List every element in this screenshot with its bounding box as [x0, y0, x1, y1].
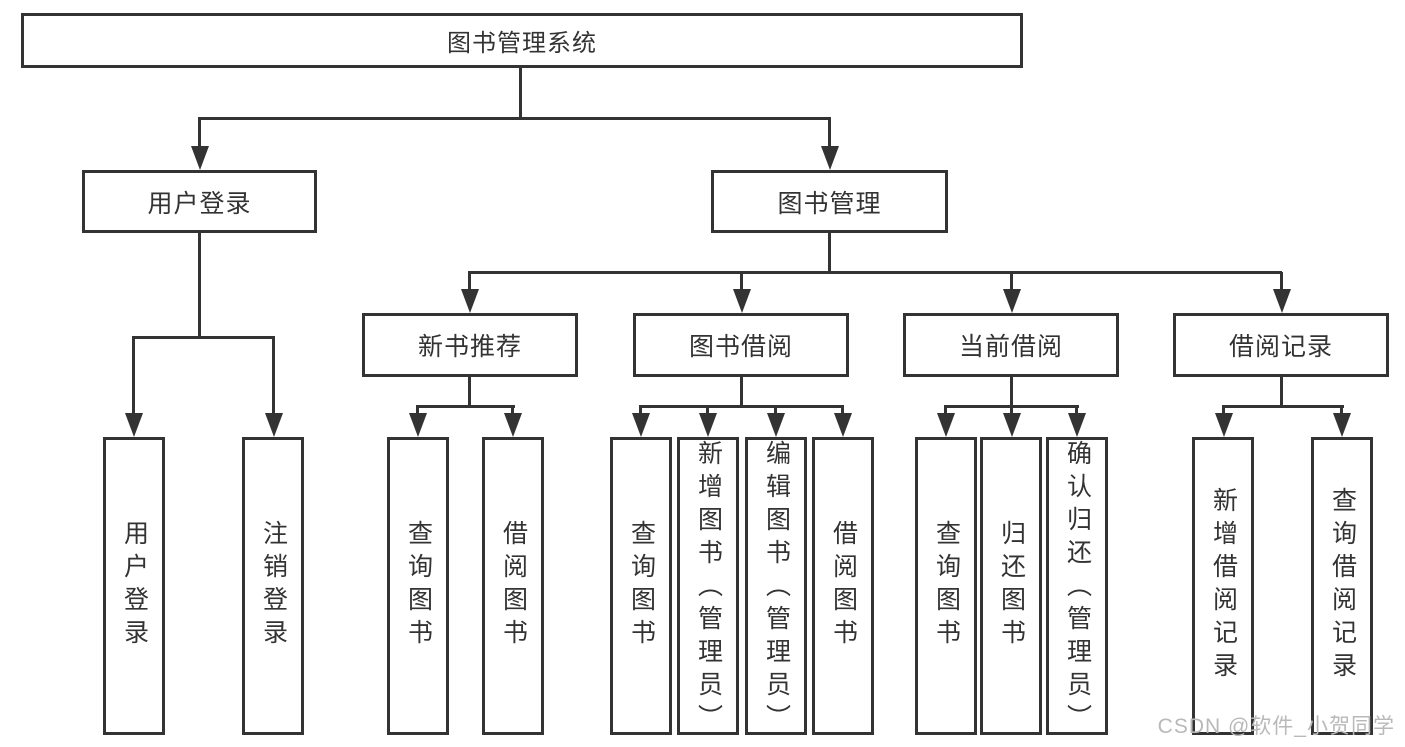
arrow-down-icon [1002, 272, 1021, 313]
connector-borrowing-records-crossbar [1222, 405, 1344, 408]
arrow-down-icon [766, 408, 785, 437]
arrow-down-icon [631, 408, 650, 437]
arrow-down-icon [1332, 408, 1351, 437]
connector-root-crossbar [198, 117, 831, 120]
arrow-down-icon [408, 408, 427, 437]
leaf-add-books-admin-label: 新增图书（管理员） [694, 440, 723, 737]
arrow-down-icon [698, 408, 717, 437]
leaf-query-books-recommend-label: 查询图书 [404, 520, 433, 652]
leaf-user-login-label: 用户登录 [120, 520, 149, 652]
connector-book-management-stem [828, 233, 831, 272]
leaf-query-books-current: 查询图书 [915, 437, 977, 735]
leaf-borrow-books-label: 借阅图书 [829, 520, 858, 652]
leaf-query-books-borrowing-label: 查询图书 [627, 520, 656, 652]
node-new-book-recommend-label: 新书推荐 [417, 333, 522, 361]
leaf-logout: 注销登录 [242, 437, 304, 735]
arrow-down-icon [503, 408, 522, 437]
leaf-return-books: 归还图书 [980, 437, 1042, 735]
node-book-borrowing-label: 图书借阅 [688, 333, 793, 361]
arrow-down-icon [936, 408, 955, 437]
arrow-down-icon [732, 272, 751, 313]
node-user-login-label: 用户登录 [147, 189, 252, 218]
connector-current-borrowing-stem [1010, 377, 1013, 408]
node-current-borrowing: 当前借阅 [903, 313, 1119, 377]
arrow-down-icon [1272, 272, 1291, 313]
node-current-borrowing-label: 当前借阅 [958, 333, 1063, 361]
connector-book-management-crossbar [468, 271, 1282, 274]
leaf-edit-books-admin-label: 编辑图书（管理员） [762, 440, 791, 737]
connector-current-borrowing-crossbar [944, 405, 1079, 408]
node-library-management-system: 图书管理系统 [21, 13, 1023, 68]
arrow-down-icon [1067, 408, 1086, 437]
arrow-down-icon [833, 408, 852, 437]
connector-book-borrowing-crossbar [639, 405, 844, 408]
arrow-down-icon [264, 337, 283, 437]
connector-root-stem [519, 68, 522, 118]
leaf-edit-books-admin: 编辑图书（管理员） [745, 437, 807, 737]
leaf-query-borrow-record-label: 查询借阅记录 [1328, 487, 1357, 685]
connector-book-borrowing-stem [740, 377, 743, 408]
connector-new-book-crossbar [416, 405, 515, 408]
leaf-query-books-recommend: 查询图书 [387, 437, 449, 735]
arrow-down-icon [1002, 408, 1021, 437]
connector-user-login-crossbar [132, 336, 275, 339]
node-book-management: 图书管理 [711, 170, 948, 233]
leaf-add-borrow-record: 新增借阅记录 [1192, 437, 1254, 735]
leaf-query-borrow-record: 查询借阅记录 [1311, 437, 1373, 735]
node-book-management-label: 图书管理 [777, 189, 882, 218]
connector-new-book-stem [468, 377, 471, 408]
leaf-query-books-borrowing: 查询图书 [610, 437, 672, 735]
node-new-book-recommend: 新书推荐 [362, 313, 578, 377]
connector-user-login-stem [198, 233, 201, 337]
arrow-down-icon [820, 118, 839, 170]
node-borrowing-records: 借阅记录 [1173, 313, 1389, 377]
csdn-watermark: CSDN @软件_小贺同学 [1157, 715, 1395, 738]
leaf-add-books-admin: 新增图书（管理员） [677, 437, 739, 737]
leaf-add-borrow-record-label: 新增借阅记录 [1209, 487, 1238, 685]
connector-borrowing-records-stem [1280, 377, 1283, 408]
leaf-borrow-books-recommend: 借阅图书 [482, 437, 544, 735]
leaf-confirm-return-admin-label: 确认归还（管理员） [1063, 440, 1092, 737]
leaf-confirm-return-admin: 确认归还（管理员） [1046, 437, 1108, 737]
node-borrowing-records-label: 借阅记录 [1228, 333, 1333, 361]
arrow-down-icon [124, 337, 143, 437]
leaf-borrow-books: 借阅图书 [812, 437, 874, 735]
leaf-user-login: 用户登录 [103, 437, 165, 735]
leaf-query-books-current-label: 查询图书 [932, 520, 961, 652]
leaf-borrow-books-recommend-label: 借阅图书 [499, 520, 528, 652]
arrow-down-icon [1214, 408, 1233, 437]
arrow-down-icon [460, 272, 479, 313]
leaf-logout-label: 注销登录 [259, 520, 288, 652]
node-book-borrowing: 图书借阅 [633, 313, 849, 377]
node-library-management-system-label: 图书管理系统 [447, 30, 597, 57]
arrow-down-icon [190, 118, 209, 170]
node-user-login: 用户登录 [82, 170, 317, 233]
leaf-return-books-label: 归还图书 [997, 520, 1026, 652]
